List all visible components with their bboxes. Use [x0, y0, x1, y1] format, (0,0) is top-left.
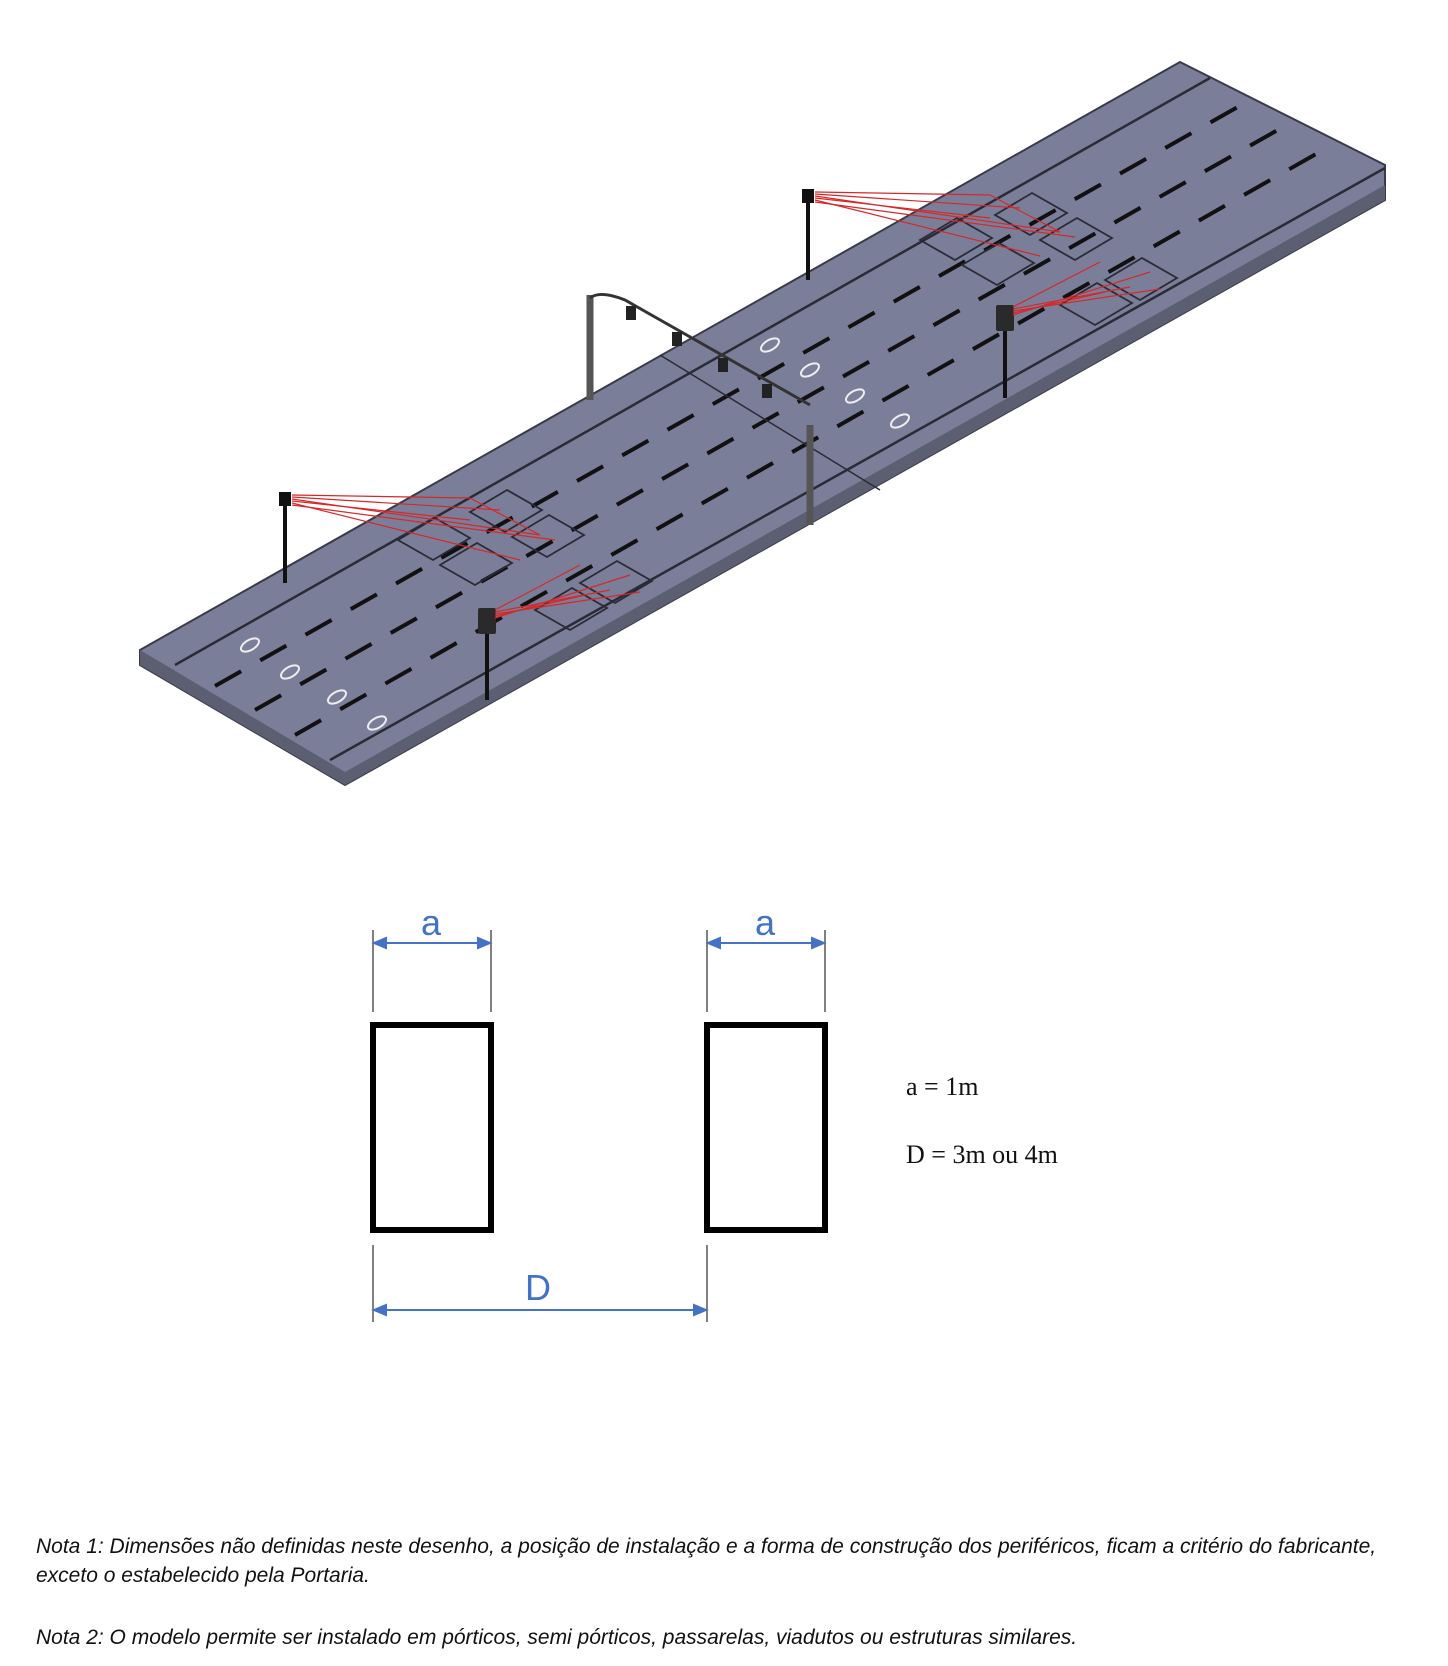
road-illustration — [139, 60, 1386, 787]
dimension-label-a-right: a — [755, 902, 776, 943]
lane-marking-2 — [254, 121, 1291, 712]
sensor-beams-back-left — [814, 191, 1076, 257]
dimension-label-D: D — [525, 1267, 551, 1308]
dimension-diagram: a a D — [370, 902, 828, 1322]
shoulder-line-right — [329, 166, 1386, 762]
sensor-beams-front-left — [291, 494, 556, 561]
sensor-pole-back-left — [802, 189, 814, 280]
sensor-beams-front-right — [494, 564, 641, 619]
dimension-arrow-D — [371, 1303, 709, 1317]
dimension-arrow-a-right — [705, 936, 827, 950]
loop-detectors-front — [396, 488, 654, 632]
note-2: Nota 2: O modelo permite ser instalado e… — [36, 1626, 1078, 1649]
road-edge-side — [345, 185, 1385, 785]
road-seam-1 — [659, 354, 881, 491]
sensor-pole-front-left — [279, 492, 291, 583]
lane-marking-1 — [214, 98, 1251, 688]
camera-pole-front-right — [478, 608, 496, 700]
sensor-beams-back-right — [1012, 261, 1161, 316]
note-1: Nota 1: Dimensões não definidas neste de… — [36, 1535, 1377, 1587]
road-edge — [140, 650, 345, 785]
lane-arrows-middle — [759, 337, 911, 429]
dimension-arrow-a-left — [371, 936, 493, 950]
dimension-label-a-left: a — [421, 902, 442, 943]
shoulder-line-left — [174, 76, 1211, 667]
legend-a: a = 1m — [906, 1072, 979, 1101]
gantry-middle — [586, 293, 814, 525]
camera-pole-back-right — [996, 305, 1014, 398]
loop-rectangle-right — [704, 1022, 828, 1233]
extension-lines — [372, 930, 826, 1322]
loop-rectangle-left — [370, 1022, 494, 1233]
legend-D: D = 3m ou 4m — [906, 1140, 1058, 1169]
lane-arrows-front — [239, 637, 388, 731]
